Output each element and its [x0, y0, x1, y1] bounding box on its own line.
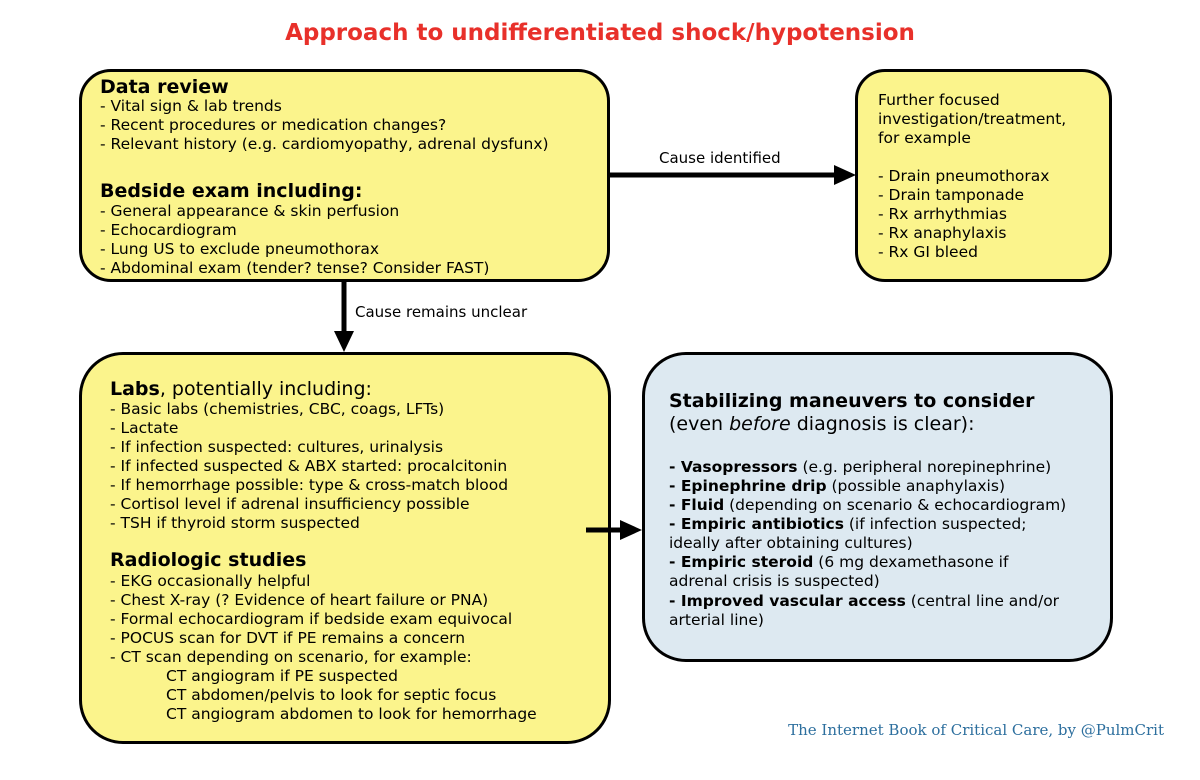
labs-item: - Lactate: [110, 419, 179, 437]
bedside-exam-item: - Lung US to exclude pneumothorax: [100, 240, 380, 258]
stabilizing-heading: Stabilizing maneuvers to consider: [669, 390, 1035, 412]
page-title: Approach to undifferentiated shock/hypot…: [285, 20, 915, 46]
data-review-item: - Vital sign & lab trends: [100, 97, 282, 115]
radiology-heading: Radiologic studies: [110, 549, 307, 571]
stabilizing-item-rest: (depending on scenario & echocardiogram): [724, 496, 1067, 514]
further-item: - Rx GI bleed: [878, 243, 978, 261]
further-item: - Rx arrhythmias: [878, 205, 1007, 223]
further-intro-line: Further focused: [878, 91, 1000, 109]
stabilizing-subheading: (even before diagnosis is clear):: [669, 413, 974, 435]
labs-item: - TSH if thyroid storm suspected: [110, 514, 360, 532]
stabilizing-box: [642, 352, 1113, 662]
bedside-exam-item: - Abdominal exam (tender? tense? Conside…: [100, 259, 490, 277]
stabilizing-item-bold: - Improved vascular access: [669, 592, 906, 610]
radiology-item: - POCUS scan for DVT if PE remains a con…: [110, 629, 466, 647]
stabilizing-item: - Empiric steroid (6 mg dexamethasone if: [669, 553, 1008, 572]
labs-item: - Basic labs (chemistries, CBC, coags, L…: [110, 400, 445, 418]
further-item: - Drain pneumothorax: [878, 167, 1050, 185]
further-investigation-box: [855, 69, 1112, 282]
bedside-exam-item: - Echocardiogram: [100, 221, 237, 239]
stabilizing-item-bold: - Fluid: [669, 496, 725, 514]
bedside-exam-item: - General appearance & skin perfusion: [100, 202, 400, 220]
cause-identified-label: Cause identified: [659, 149, 781, 167]
labs-heading: Labs, potentially including:: [110, 378, 372, 400]
data-review-heading: Data review: [100, 76, 229, 98]
labs-item: - If infected suspected & ABX started: p…: [110, 457, 508, 475]
radiology-subitem: CT angiogram if PE suspected: [166, 667, 398, 685]
labs-item: - If infection suspected: cultures, urin…: [110, 438, 444, 456]
stabilizing-item-bold: - Vasopressors: [669, 458, 798, 476]
stabilizing-item: - Empiric antibiotics (if infection susp…: [669, 515, 1026, 534]
radiology-item: - CT scan depending on scenario, for exa…: [110, 648, 472, 666]
further-item: - Drain tamponade: [878, 186, 1025, 204]
stabilizing-sub-post: diagnosis is clear):: [790, 413, 975, 435]
data-review-item: - Recent procedures or medication change…: [100, 116, 447, 134]
further-item: - Rx anaphylaxis: [878, 224, 1007, 242]
stabilizing-sub-em: before: [729, 413, 791, 435]
stabilizing-item-rest: (if infection suspected;: [843, 515, 1027, 533]
credit-text: The Internet Book of Critical Care, by @…: [788, 721, 1164, 739]
stabilizing-item-rest: ideally after obtaining cultures): [669, 534, 913, 552]
stabilizing-item-rest: arterial line): [669, 611, 764, 629]
stabilizing-item-rest: (6 mg dexamethasone if: [813, 553, 1009, 571]
stabilizing-item-bold: - Empiric antibiotics: [669, 515, 844, 533]
labs-heading-bold: Labs: [110, 378, 160, 400]
stabilizing-item-bold: - Empiric steroid: [669, 553, 814, 571]
stabilizing-item-continuation: arterial line): [669, 611, 764, 630]
radiology-item: - Chest X-ray (? Evidence of heart failu…: [110, 591, 489, 609]
labs-item: - If hemorrhage possible: type & cross-m…: [110, 476, 509, 494]
stabilizing-item-continuation: adrenal crisis is suspected): [669, 572, 880, 591]
labs-item: - Cortisol level if adrenal insufficienc…: [110, 495, 470, 513]
stabilizing-item: - Epinephrine drip (possible anaphylaxis…: [669, 477, 1005, 496]
stabilizing-item-rest: (possible anaphylaxis): [826, 477, 1005, 495]
radiology-item: - EKG occasionally helpful: [110, 572, 311, 590]
data-review-item: - Relevant history (e.g. cardiomyopathy,…: [100, 135, 549, 153]
cause-unclear-label: Cause remains unclear: [355, 303, 528, 321]
stabilizing-item-continuation: ideally after obtaining cultures): [669, 534, 913, 553]
labs-box: [79, 352, 611, 744]
stabilizing-item-rest: (e.g. peripheral norepinephrine): [797, 458, 1052, 476]
stabilizing-sub-pre: (even: [669, 413, 730, 435]
further-intro-line: for example: [878, 129, 971, 147]
stabilizing-item-rest: adrenal crisis is suspected): [669, 572, 880, 590]
radiology-subitem: CT angiogram abdomen to look for hemorrh…: [166, 705, 537, 723]
arrow-cause-unclear: [334, 282, 354, 352]
stabilizing-item: - Fluid (depending on scenario & echocar…: [669, 496, 1066, 515]
radiology-subitem: CT abdomen/pelvis to look for septic foc…: [166, 686, 497, 704]
stabilizing-item-rest: (central line and/or: [905, 592, 1060, 610]
stabilizing-item-bold: - Epinephrine drip: [669, 477, 827, 495]
stabilizing-item: - Improved vascular access (central line…: [669, 592, 1059, 611]
stabilizing-item: - Vasopressors (e.g. peripheral norepine…: [669, 458, 1051, 477]
bedside-exam-heading: Bedside exam including:: [100, 180, 363, 202]
data-review-box: [79, 69, 610, 282]
further-intro-line: investigation/treatment,: [878, 110, 1067, 128]
arrow-to-stabilizing: [586, 520, 642, 540]
radiology-item: - Formal echocardiogram if bedside exam …: [110, 610, 513, 628]
arrow-cause-identified: [610, 165, 856, 185]
labs-heading-rest: , potentially including:: [159, 378, 372, 400]
